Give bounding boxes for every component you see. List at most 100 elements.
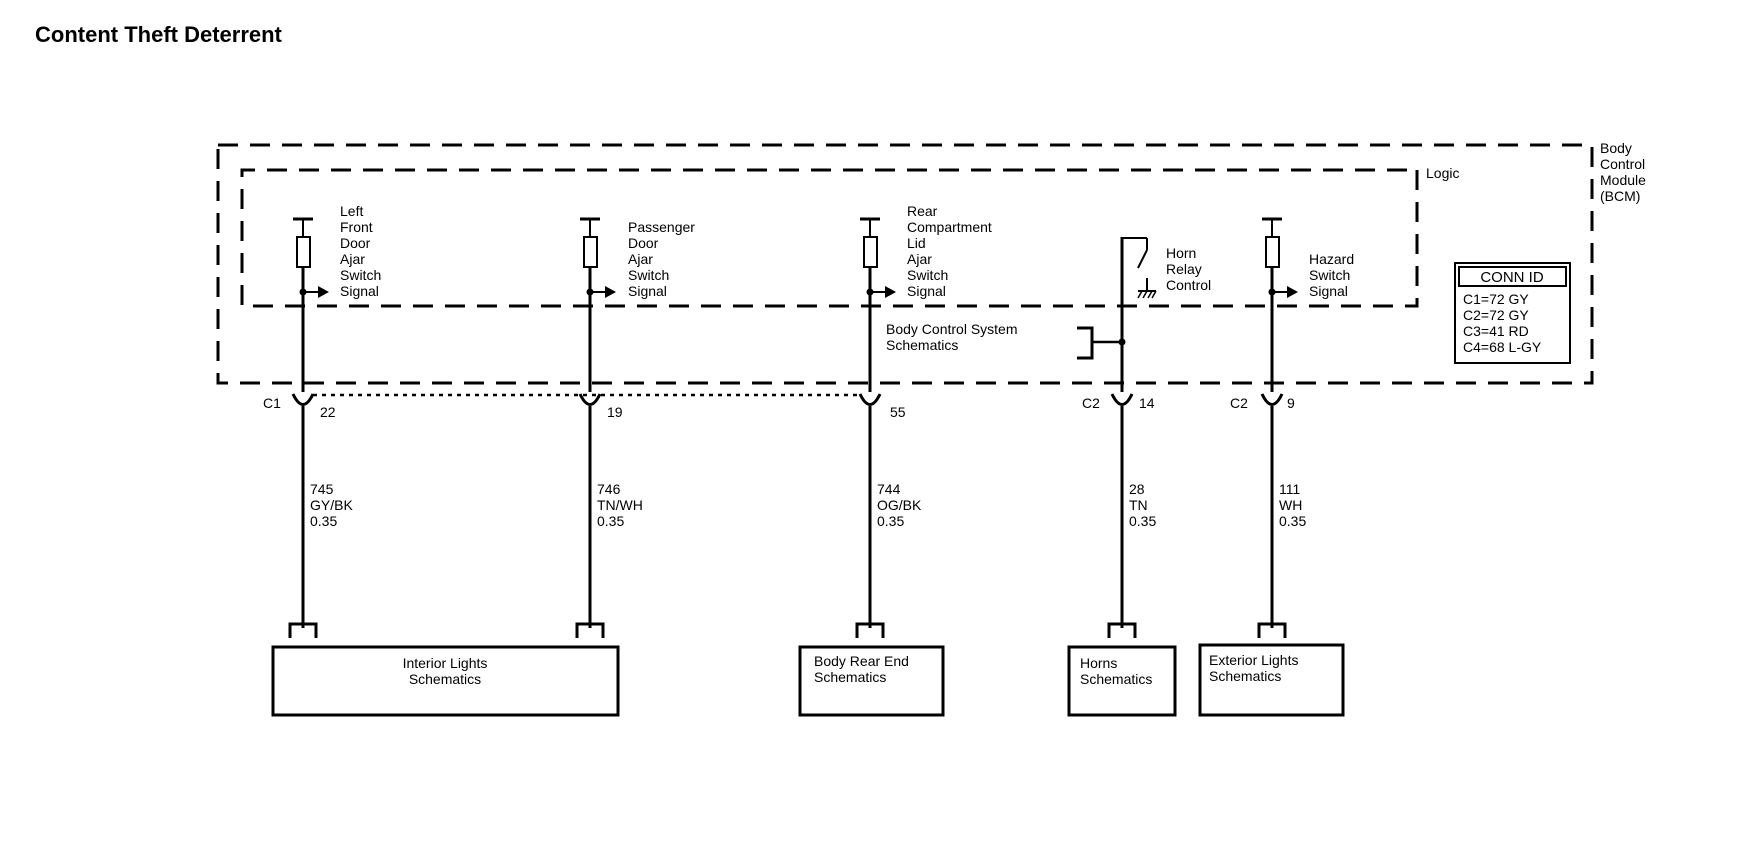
destination-body-rear-end: Body Rear End Schematics: [798, 645, 945, 717]
svg-text:Passenger: Passenger: [628, 219, 695, 235]
wire-circuit-number: 111: [1279, 481, 1300, 497]
svg-text:Signal: Signal: [628, 283, 667, 299]
svg-text:Interior Lights: Interior Lights: [403, 655, 488, 671]
circuit-rear-compartment-lid-ajar: Rear Compartment Lid Ajar Switch Signal …: [855, 203, 992, 638]
signal-arrow-icon: [885, 286, 896, 298]
conn-id-row: C3=41 RD: [1463, 323, 1529, 339]
terminal-icon: [1257, 622, 1287, 638]
wire-color: TN/WH: [597, 497, 643, 513]
svg-text:Exterior Lights: Exterior Lights: [1209, 652, 1298, 668]
svg-text:Switch: Switch: [628, 267, 669, 283]
svg-text:Switch: Switch: [1309, 267, 1350, 283]
wire-gauge: 0.35: [597, 513, 624, 529]
connector-label: C2: [1230, 395, 1248, 411]
svg-text:Schematics: Schematics: [409, 671, 481, 687]
svg-text:Ajar: Ajar: [628, 251, 653, 267]
wire-gauge: 0.35: [310, 513, 337, 529]
svg-text:Switch: Switch: [907, 267, 948, 283]
circuit-passenger-door-ajar: Passenger Door Ajar Switch Signal 19 746…: [575, 217, 695, 638]
svg-text:Schematics: Schematics: [1080, 671, 1152, 687]
destination-horns: Horns Schematics: [1067, 645, 1177, 717]
svg-text:Signal: Signal: [1309, 283, 1348, 299]
pin-label: 19: [607, 404, 623, 420]
svg-text:Body Control System: Body Control System: [886, 321, 1018, 337]
connector-label: C1: [263, 395, 281, 411]
svg-text:Front: Front: [340, 219, 373, 235]
wire-circuit-number: 746: [597, 481, 621, 497]
connector-label: C2: [1082, 395, 1100, 411]
svg-text:Schematics: Schematics: [886, 337, 958, 353]
connector-icon: [291, 393, 315, 406]
wire-color: WH: [1279, 497, 1302, 513]
reference-bracket-icon: [1077, 326, 1094, 360]
svg-text:Module: Module: [1600, 172, 1646, 188]
circuit-horn-relay-control: Horn Relay Control C2 14 28 TN 0.35: [1082, 237, 1211, 638]
terminal-icon: [575, 622, 605, 638]
svg-text:Switch: Switch: [340, 267, 381, 283]
destination-exterior-lights: Exterior Lights Schematics: [1198, 643, 1345, 717]
wire-circuit-number: 28: [1129, 481, 1145, 497]
wire-gauge: 0.35: [1129, 513, 1156, 529]
conn-id-row: C4=68 L-GY: [1463, 339, 1542, 355]
wire-gauge: 0.35: [877, 513, 904, 529]
terminal-icon: [288, 622, 318, 638]
pin-label: 22: [320, 404, 336, 420]
wire-color: GY/BK: [310, 497, 353, 513]
svg-text:Control: Control: [1166, 277, 1211, 293]
svg-text:(BCM): (BCM): [1600, 188, 1640, 204]
conn-id-table: CONN ID C1=72 GY C2=72 GY C3=41 RD C4=68…: [1454, 262, 1571, 364]
circuit-hazard-switch-signal: Hazard Switch Signal C2 9 111 WH 0.35: [1230, 217, 1354, 638]
body-control-system-reference: Body Control System Schematics: [886, 321, 1126, 360]
svg-text:Ajar: Ajar: [340, 251, 365, 267]
bcm-label: Body Control Module (BCM): [1600, 140, 1646, 204]
svg-text:Door: Door: [628, 235, 659, 251]
pullup-resistor-icon: [863, 236, 878, 268]
conn-id-header: CONN ID: [1480, 269, 1544, 286]
svg-text:Left: Left: [340, 203, 363, 219]
pin-label: 9: [1287, 395, 1295, 411]
bcm-boundary: [216, 143, 1594, 385]
pullup-resistor-icon: [1265, 236, 1280, 268]
logic-boundary: [240, 168, 1419, 308]
wire-color: OG/BK: [877, 497, 922, 513]
relay-switch-icon: [1137, 249, 1148, 269]
terminal-icon: [855, 622, 885, 638]
wire-gauge: 0.35: [1279, 513, 1306, 529]
diagram-title: Content Theft Deterrent: [35, 22, 283, 47]
svg-text:Control: Control: [1600, 156, 1645, 172]
connector-icon: [858, 393, 882, 406]
svg-text:Ajar: Ajar: [907, 251, 932, 267]
ground-icon: [1137, 290, 1157, 299]
signal-arrow-icon: [605, 286, 616, 298]
pin-label: 14: [1139, 395, 1155, 411]
pullup-resistor-icon: [583, 236, 598, 268]
conn-id-row: C2=72 GY: [1463, 307, 1529, 323]
pin-label: 55: [890, 404, 906, 420]
connector-icon: [1260, 393, 1284, 406]
connector-icon: [1110, 393, 1134, 406]
svg-text:Door: Door: [340, 235, 371, 251]
pullup-resistor-icon: [296, 236, 311, 268]
svg-text:Schematics: Schematics: [1209, 668, 1281, 684]
svg-text:Relay: Relay: [1166, 261, 1202, 277]
signal-arrow-icon: [318, 286, 329, 298]
svg-text:Horn: Horn: [1166, 245, 1196, 261]
svg-text:Rear: Rear: [907, 203, 938, 219]
svg-text:Lid: Lid: [907, 235, 926, 251]
svg-text:Body: Body: [1600, 140, 1632, 156]
svg-text:Schematics: Schematics: [814, 669, 886, 685]
circuit-left-front-door-ajar: Left Front Door Ajar Switch Signal C1 22…: [263, 203, 381, 638]
connector-icon: [578, 393, 602, 406]
signal-arrow-icon: [1287, 286, 1298, 298]
wire-circuit-number: 744: [877, 481, 901, 497]
svg-text:Compartment: Compartment: [907, 219, 992, 235]
svg-text:Signal: Signal: [340, 283, 379, 299]
terminal-icon: [1107, 622, 1137, 638]
wire-color: TN: [1129, 497, 1148, 513]
wire-circuit-number: 745: [310, 481, 334, 497]
logic-label: Logic: [1426, 165, 1459, 181]
svg-text:Body Rear End: Body Rear End: [814, 653, 909, 669]
conn-id-row: C1=72 GY: [1463, 291, 1529, 307]
svg-text:Horns: Horns: [1080, 655, 1117, 671]
